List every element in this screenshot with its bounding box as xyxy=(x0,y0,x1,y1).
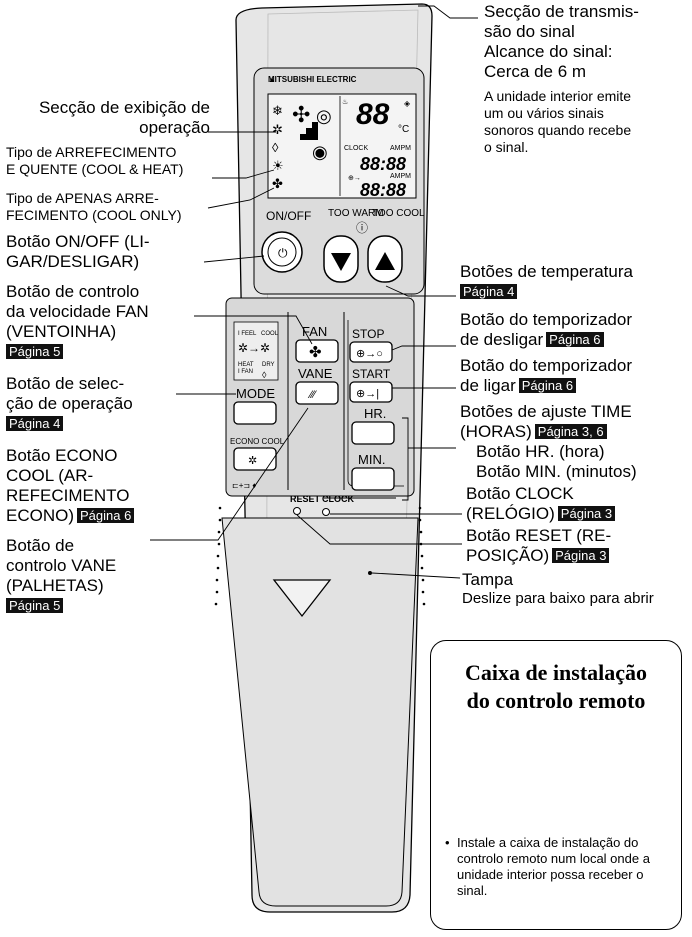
page-ref-fan: Página 5 xyxy=(6,344,64,359)
hr-button[interactable] xyxy=(351,421,395,445)
reset-label: RESET xyxy=(290,494,321,504)
start-label: START xyxy=(352,367,391,381)
leader-lines xyxy=(150,5,478,579)
hr-label: HR. xyxy=(364,406,386,421)
clock-label: CLOCK xyxy=(322,494,354,504)
vane-icon: ⁄⁄⁄ xyxy=(307,389,318,401)
drop-icon: ◊ xyxy=(262,370,267,380)
ifeel-label: I FEEL xyxy=(238,331,257,337)
fan-speed-label: Botão de controlo da velocidade FAN (VEN… xyxy=(6,282,149,359)
signal-section-label: Secção de transmis- são do sinal Alcance… xyxy=(484,2,639,81)
vane-lcd-icon: ◎ xyxy=(316,106,332,126)
time-buttons-label: Botões de ajuste TIME (HORAS)Página 3, 6… xyxy=(460,402,637,481)
page-ref-mode: Página 4 xyxy=(6,416,64,431)
too-cool-label: TOO COOL xyxy=(372,208,425,219)
lcd-temp: 88 xyxy=(356,98,390,131)
clock-button[interactable] xyxy=(322,508,330,516)
cool-heat-type-label: Tipo de ARREFECIMENTO E QUENTE (COOL & H… xyxy=(6,144,184,177)
econo-button[interactable] xyxy=(233,447,277,471)
off-timer-icon: ⊕→○ xyxy=(356,348,383,360)
lcd-time-1: 88:88 xyxy=(360,154,406,174)
ifan-label: I FAN xyxy=(238,369,253,375)
fan-speed-lcd-icon: ✣ xyxy=(292,102,310,127)
mode-label: MODE xyxy=(236,386,275,401)
cool-only-type-label: Tipo de APENAS ARRE- FECIMENTO (COOL ONL… xyxy=(6,190,182,223)
auto-mode-icon: ✲ xyxy=(272,122,283,137)
signal-lcd-icon: ◈ xyxy=(404,99,411,108)
lcd-clock-label: CLOCK xyxy=(344,145,368,152)
holder-section: Caixa de instalação do controlo remoto •… xyxy=(430,640,682,930)
min-button[interactable] xyxy=(351,467,395,491)
cool-label: COOL xyxy=(261,331,279,337)
clock-button-label: Botão CLOCK (RELÓGIO)Página 3 xyxy=(466,484,616,524)
fan-button[interactable] xyxy=(295,339,339,363)
page-ref-on-timer: Página 6 xyxy=(518,378,577,393)
onoff-button-label: Botão ON/OFF (LI- GAR/DESLIGAR) xyxy=(6,232,150,271)
thermometer-icon: ♨ xyxy=(342,98,348,106)
holder-title: Caixa de instalação do controlo remoto xyxy=(464,660,648,713)
bullet: • xyxy=(445,835,450,850)
down-arrow-icon xyxy=(331,253,351,271)
page-ref-off-timer: Página 6 xyxy=(546,332,604,347)
battery-icon: ⊏+⊐ ♦ xyxy=(232,481,256,490)
power-icon: ⏻ xyxy=(278,246,288,260)
fan-icon: ✤ xyxy=(309,344,322,361)
lcd-ampm-2: AMPM xyxy=(390,173,411,180)
heat-label: HEAT xyxy=(238,362,254,368)
cool-mode-icon: ❄ xyxy=(272,103,283,118)
dry-mode-icon: ◊ xyxy=(272,140,279,155)
reset-button[interactable] xyxy=(293,507,301,515)
stop-label: STOP xyxy=(352,327,384,341)
mode-indicator-panel xyxy=(233,321,279,381)
econo-label: ECONO COOL xyxy=(230,437,285,446)
brand-logo: MITSUBISHI ELECTRIC xyxy=(268,75,357,84)
page-ref-time: Página 3, 6 xyxy=(534,424,607,439)
cover-label: Tampa Deslize para baixo para abrir xyxy=(462,570,654,607)
off-timer-button[interactable] xyxy=(349,341,393,363)
brand-mark-icon: ▲ xyxy=(268,75,276,84)
dry-label: DRY xyxy=(262,362,275,368)
vane-control-label: Botão de controlo VANE (PALHETAS) Página… xyxy=(6,536,117,613)
page-ref-econo: Página 6 xyxy=(77,508,135,523)
reset-button-label: Botão RESET (RE- POSIÇÃO)Página 3 xyxy=(466,526,612,565)
lcd-time-2: 88:88 xyxy=(360,180,406,200)
lcd-ampm-1: AMPM xyxy=(390,145,411,152)
too-warm-label: TOO WARM xyxy=(328,208,384,219)
econo-icon: ✲ xyxy=(248,455,257,467)
page-ref-vane: Página 5 xyxy=(6,598,64,613)
slide-cover[interactable] xyxy=(221,517,419,907)
info-icon: ⓘ xyxy=(356,221,368,235)
fan-label: FAN xyxy=(302,324,327,339)
fan-mode-icon: ✤ xyxy=(272,176,283,191)
temp-buttons-label: Botões de temperatura Página 4 xyxy=(460,262,633,299)
cover-arrow-icon xyxy=(272,579,332,618)
vane-button[interactable] xyxy=(295,381,339,405)
heat-mode-icon: ☀ xyxy=(272,158,284,173)
on-timer-icon: ⊕→| xyxy=(356,388,379,400)
econo-cool-label: Botão ECONO COOL (AR- REFECIMENTO ECONO)… xyxy=(6,446,135,526)
page-ref-clock: Página 3 xyxy=(557,506,616,521)
mode-select-label: Botão de selec- ção de operação Página 4 xyxy=(6,374,133,431)
lcd-unit: °C xyxy=(398,124,409,135)
page-ref-temp: Página 4 xyxy=(460,284,518,299)
min-label: MIN. xyxy=(358,452,385,467)
timer-lcd-icon: ⊕→ xyxy=(348,175,361,182)
auto-icon: ✲→✲ xyxy=(238,341,270,355)
lcd-screen xyxy=(267,93,417,199)
page-ref-reset: Página 3 xyxy=(552,548,610,563)
holder-note: • Instale a caixa de instalação do contr… xyxy=(445,835,650,898)
display-section-label: Secção de exibição de operação xyxy=(38,98,210,137)
fan-bars-icon xyxy=(294,122,318,140)
swing-lcd-icon: ◉ xyxy=(312,142,328,162)
on-timer-button[interactable] xyxy=(349,381,393,403)
vane-label: VANE xyxy=(298,366,333,381)
onoff-label: ON/OFF xyxy=(266,209,311,223)
up-arrow-icon xyxy=(375,252,395,270)
mode-button[interactable] xyxy=(233,401,277,425)
signal-note: A unidade interior emite um ou vários si… xyxy=(484,88,632,155)
